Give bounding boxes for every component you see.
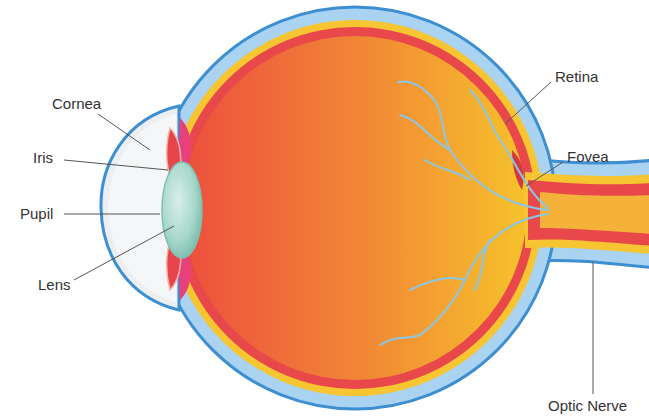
part-label: Iris bbox=[33, 149, 53, 167]
leader-line bbox=[98, 114, 150, 150]
part-label: Fovea bbox=[567, 148, 609, 166]
leader-line bbox=[64, 160, 168, 170]
retina-layer bbox=[174, 27, 536, 389]
part-label: Lens bbox=[38, 276, 71, 294]
leader-lines bbox=[64, 82, 593, 394]
blood-vessels bbox=[380, 82, 548, 345]
optic-nerve-red-band bbox=[528, 180, 649, 246]
part-label: Pupil bbox=[20, 205, 53, 223]
leader-line bbox=[74, 226, 174, 280]
leader-line bbox=[505, 82, 551, 124]
part-label: Optic Nerve bbox=[548, 397, 627, 415]
part-label: Cornea bbox=[52, 95, 101, 113]
leader-line bbox=[593, 262, 594, 394]
optic-nerve-core bbox=[540, 192, 649, 234]
part-label: Retina bbox=[555, 68, 598, 86]
leader-line bbox=[64, 214, 160, 215]
optic-nerve-outer-band bbox=[525, 172, 649, 254]
lens bbox=[162, 162, 202, 258]
choroid bbox=[167, 20, 543, 396]
sclera bbox=[154, 7, 556, 409]
leader-line bbox=[526, 162, 563, 186]
vitreous-body bbox=[183, 36, 527, 380]
